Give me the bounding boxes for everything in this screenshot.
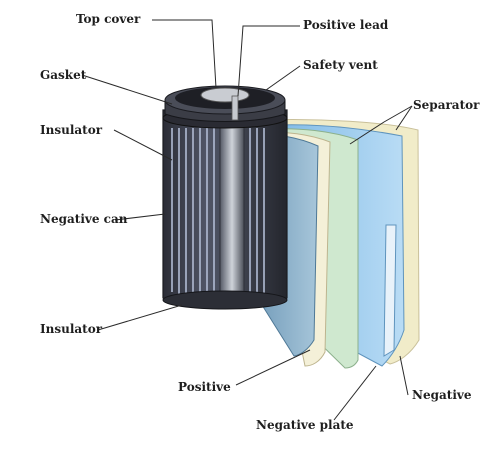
leader-positive (235, 349, 311, 386)
label-insulator-bottom: Insulator (40, 322, 103, 336)
leader-positive-lead (237, 25, 300, 97)
leader-separator-a (349, 105, 413, 145)
leader-insulator-top (113, 129, 173, 161)
leader-insulator-bottom (97, 304, 183, 331)
label-safety-vent: Safety vent (303, 58, 378, 72)
center-core (219, 117, 245, 301)
can-bottom (162, 290, 288, 310)
label-negative-can: Negative can (40, 212, 128, 226)
leader-safety-vent (265, 65, 301, 91)
leader-negative (399, 355, 409, 396)
negative-plate-tab (383, 224, 397, 357)
positive-lead-tab (231, 95, 239, 121)
label-positive-lead: Positive lead (303, 18, 389, 32)
leader-separator-b (395, 105, 413, 131)
leader-gasket (81, 74, 173, 105)
can-rib-group (171, 128, 265, 298)
leader-top-cover (152, 19, 217, 89)
label-positive: Positive (178, 380, 231, 394)
label-top-cover: Top cover (76, 12, 141, 26)
leader-lines (81, 19, 413, 421)
positive-terminal (200, 87, 250, 103)
label-negative-plate: Negative plate (256, 418, 354, 432)
label-gasket: Gasket (40, 68, 87, 82)
leader-negative-can (114, 213, 166, 221)
label-separator: Separator (413, 98, 480, 112)
label-insulator-top: Insulator (40, 123, 103, 137)
label-negative: Negative (412, 388, 472, 402)
leader-negative-plate (333, 365, 377, 421)
